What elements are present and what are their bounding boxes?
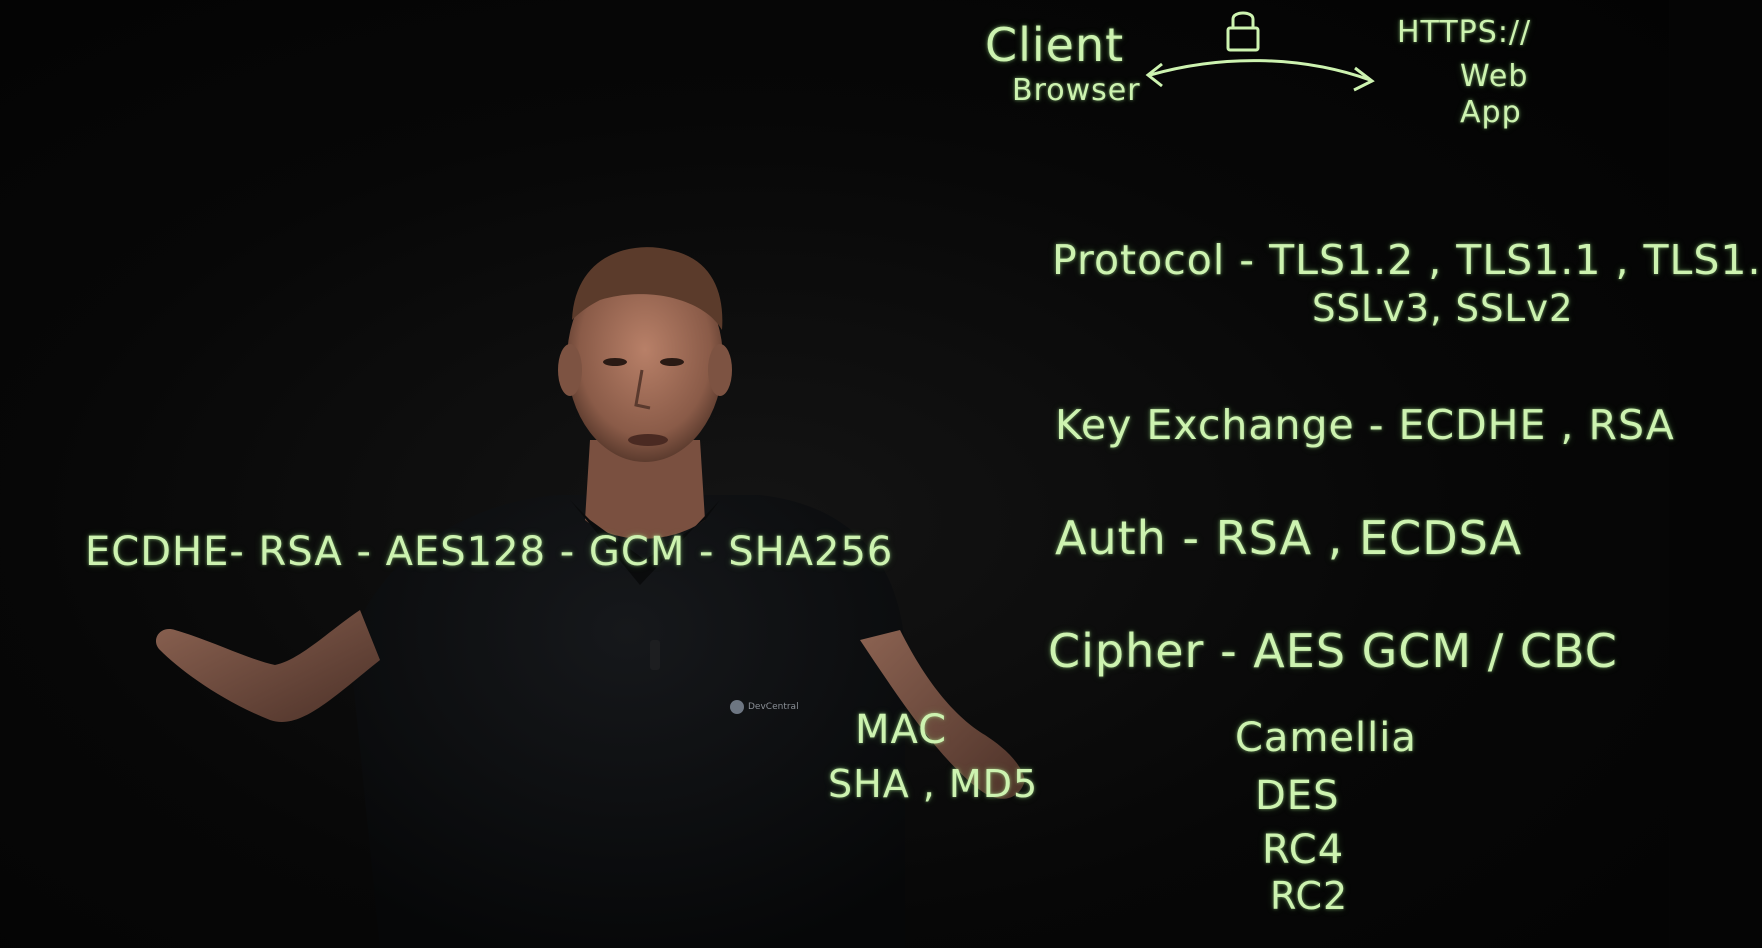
- rc2-label: RC2: [1270, 874, 1349, 918]
- auth-line: Auth - RSA , ECDSA: [1055, 511, 1523, 565]
- des-label: DES: [1255, 773, 1340, 819]
- client-label: Client: [985, 18, 1125, 72]
- key-exchange-line: Key Exchange - ECDHE , RSA: [1055, 401, 1675, 449]
- protocol-line: Protocol - TLS1.2 , TLS1.1 , TLS1.: [1052, 236, 1762, 284]
- web-label: Web: [1460, 59, 1529, 94]
- app-label: App: [1460, 95, 1522, 130]
- browser-label: Browser: [1012, 73, 1141, 108]
- camellia-label: Camellia: [1235, 715, 1417, 761]
- cipher-line: Cipher - AES GCM / CBC: [1048, 624, 1618, 678]
- cipher-suite-string: ECDHE- RSA - AES128 - GCM - SHA256: [85, 529, 894, 575]
- shirt-logo-text: DevCentral: [748, 702, 799, 712]
- mac-label: MAC: [855, 707, 948, 753]
- devcentral-logo-icon: [730, 700, 744, 714]
- mac-algorithms: SHA , MD5: [828, 762, 1039, 806]
- protocol-line-2: SSLv3, SSLv2: [1312, 287, 1574, 330]
- double-arrow-icon: [1145, 59, 1375, 92]
- shirt-logo: DevCentral: [730, 694, 812, 720]
- lock-icon: [1226, 11, 1260, 52]
- rc4-label: RC4: [1262, 827, 1345, 873]
- presenter: [155, 247, 1025, 948]
- https-label: HTTPS://: [1397, 15, 1532, 50]
